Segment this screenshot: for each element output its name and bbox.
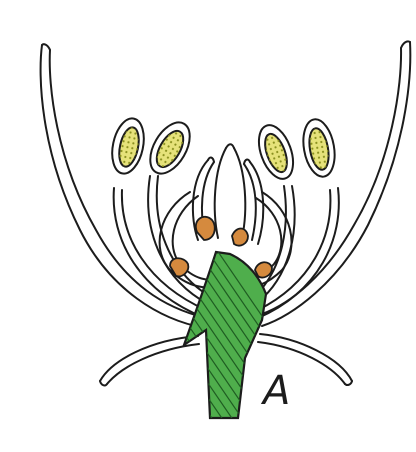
- outer-sepal-left-inner: [50, 50, 206, 318]
- outer-sepal-left-tip: [42, 44, 50, 50]
- petal-tip-left: [208, 158, 214, 162]
- outer-sepal-right-tip: [401, 41, 410, 48]
- lower-bract-left-tip: [100, 381, 107, 385]
- ovule-upper-left: [196, 217, 215, 240]
- anther-2: [142, 116, 198, 180]
- anther-3: [252, 121, 299, 184]
- petal-tip-center: [226, 144, 234, 148]
- anther-1: [108, 115, 149, 176]
- outer-sepal-right: [262, 42, 410, 326]
- inner-petal-center-right: [234, 148, 245, 238]
- outer-sepal-right-inner: [262, 48, 401, 314]
- outer-sepal-left: [41, 45, 205, 328]
- inner-petal-center-left: [215, 148, 226, 238]
- panel-label: A: [260, 368, 290, 414]
- lower-bract-left-inner: [107, 344, 199, 384]
- stem: [80, 240, 340, 430]
- anther-4: [299, 117, 339, 179]
- filament-right-1: [258, 188, 339, 318]
- lower-bract-left: [100, 336, 198, 381]
- lower-bract-right-tip: [345, 381, 352, 385]
- ovule-lower-right: [255, 262, 272, 277]
- petal-tip-right: [244, 160, 250, 164]
- ovule-upper-right: [232, 229, 248, 246]
